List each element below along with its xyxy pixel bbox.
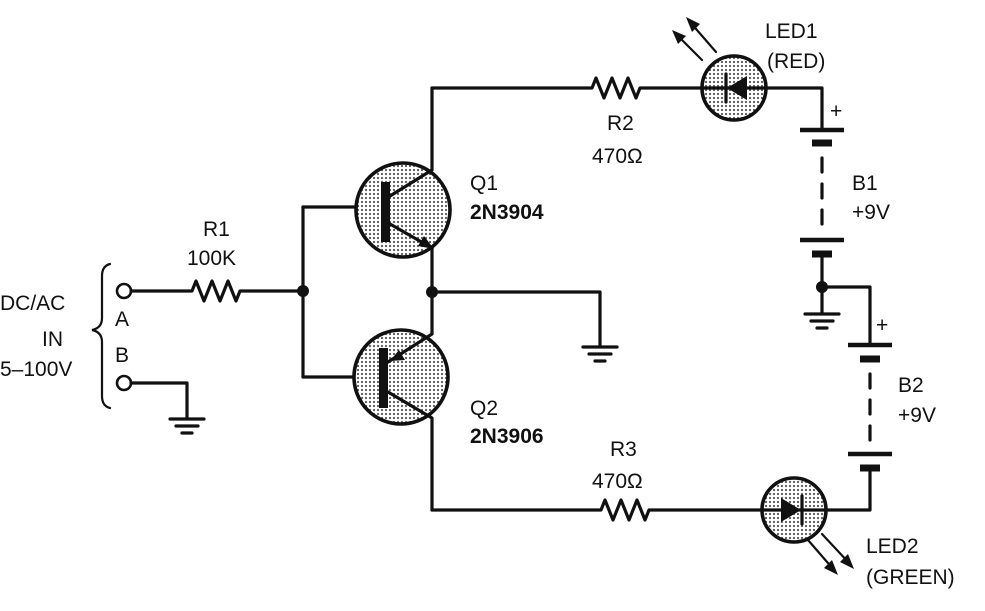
- q1-ref: Q1: [470, 172, 498, 195]
- b1-ref: B1: [852, 172, 878, 195]
- b2-to-led2-wire: [824, 469, 872, 512]
- led2-diode-triangle: [781, 498, 801, 522]
- terminal-a-label: A: [115, 308, 129, 331]
- q1-part: 2N3904: [470, 201, 544, 224]
- led2-ref: LED2: [866, 535, 919, 558]
- led1-to-b1-wire: [763, 86, 824, 130]
- ground-symbol-input: [168, 417, 206, 435]
- input-mode-label: DC/AC: [0, 292, 65, 315]
- b1-polarity: +: [830, 100, 842, 123]
- input-range-label: 5–100V: [0, 358, 72, 381]
- led2-light-arrows: [806, 532, 854, 575]
- resistor-r3: R3 470Ω: [430, 438, 765, 522]
- led1: LED1 (RED): [672, 17, 825, 122]
- q2-ref: Q2: [470, 397, 498, 420]
- b2-value: +9V: [898, 404, 936, 427]
- led1-light-arrows: [672, 17, 718, 62]
- r2-ref: R2: [607, 112, 634, 135]
- b2-ref: B2: [898, 374, 924, 397]
- b1-to-b2-wire: [820, 285, 872, 344]
- b2-polarity: +: [876, 314, 888, 337]
- led1-color: (RED): [767, 50, 825, 73]
- junction-base: [297, 285, 309, 297]
- led2-color: (GREEN): [866, 566, 955, 589]
- resistor-r2: R2 470Ω: [430, 76, 705, 168]
- terminal-a: [115, 282, 133, 300]
- led2: LED2 (GREEN): [760, 476, 955, 589]
- resistor-r1: R1 100K: [129, 218, 305, 303]
- q2-emitter-arrow: [390, 350, 405, 361]
- terminal-b-wire: [129, 381, 189, 420]
- input-brace: [91, 262, 112, 410]
- led1-diode-triangle: [727, 76, 747, 100]
- b1-value: +9V: [852, 201, 890, 224]
- transistor-q1: Q1 2N3904: [354, 86, 544, 259]
- ground-symbol-battery: [803, 312, 841, 330]
- r3-value: 470Ω: [592, 470, 643, 493]
- battery-b1: + B1 +9V: [800, 100, 890, 258]
- r3-ref: R3: [610, 438, 637, 461]
- input-section: DC/AC IN 5–100V A B: [0, 262, 206, 435]
- r1-value: 100K: [187, 247, 236, 270]
- transistor-q2: Q2 2N3906: [352, 328, 544, 512]
- ground-symbol-emitter: [581, 345, 619, 363]
- led1-ref: LED1: [765, 20, 818, 43]
- q1-emitter-arrow: [418, 236, 434, 249]
- r2-value: 470Ω: [592, 145, 643, 168]
- battery-b2: + B2 +9V: [848, 314, 936, 472]
- input-in-label: IN: [42, 328, 63, 351]
- terminal-b-label: B: [115, 344, 129, 367]
- r1-ref: R1: [203, 218, 230, 241]
- emitter-ground-wire: [430, 290, 602, 348]
- terminal-b: [115, 374, 133, 392]
- q2-part: 2N3906: [470, 425, 544, 448]
